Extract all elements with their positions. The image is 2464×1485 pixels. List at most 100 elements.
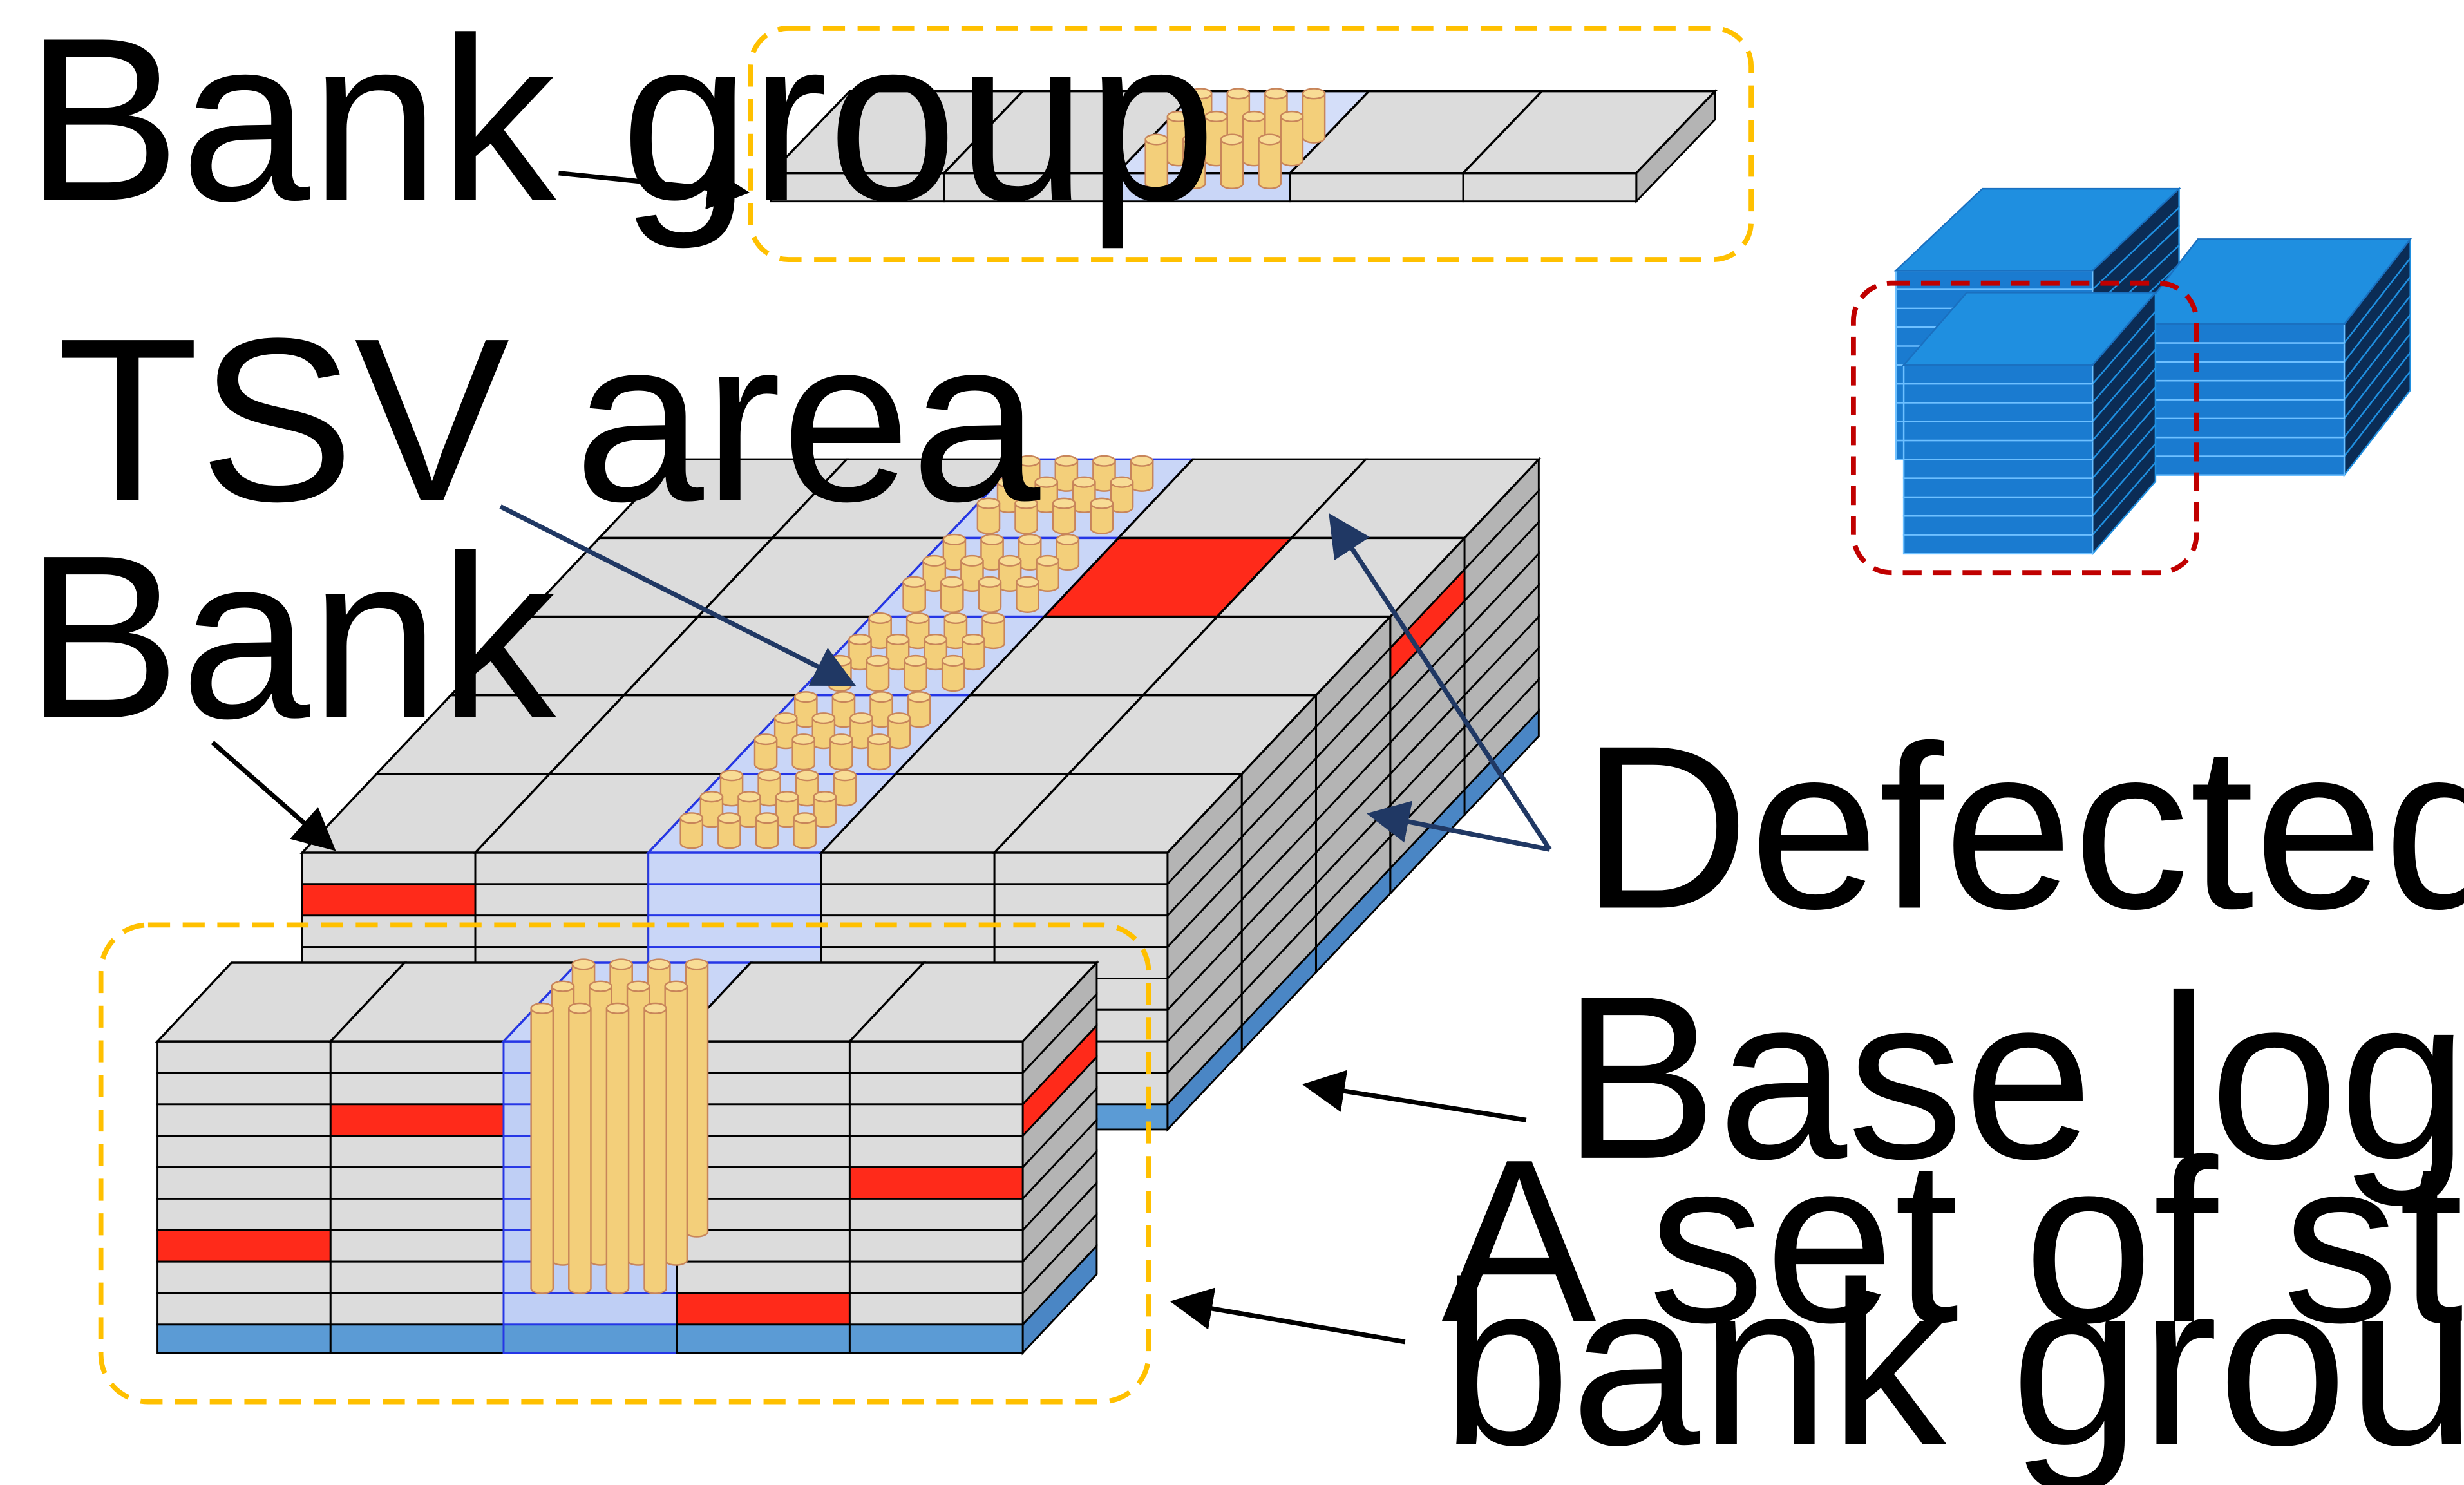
tsv-pillar [907,691,931,728]
tsv-body [643,1007,667,1294]
tsv-pillar [1110,476,1134,513]
tsv-body [717,817,741,849]
bank-layer [329,1166,505,1200]
hbm-layer-front [2131,455,2346,476]
tsv-pillar [1302,88,1326,144]
tsv-pillar [833,770,857,807]
bank-layer [156,1197,332,1231]
tsv-top [775,791,799,803]
tsv-body [1014,502,1038,534]
tsv-top [1056,533,1080,545]
tsv-body [685,963,709,1238]
tsv-top [976,497,1001,509]
bank-layer [848,1135,1024,1169]
tsv-top [962,633,985,646]
tsv-pillar [831,691,856,728]
defected-bank-front [301,883,477,917]
tsv-pillar [1014,497,1038,534]
tsv-body [829,738,853,771]
stacked-bank-groups-label-line2: bank groups [1441,1233,2464,1485]
tsv-top [1016,455,1041,467]
bank-layer [329,1135,505,1169]
tsv-top [1280,110,1304,123]
tsv-pillar [941,654,965,692]
tsv-top [981,612,1005,625]
tsv-pillar [887,712,911,750]
tsv-body [755,817,779,849]
tsv-pillar [849,712,873,750]
defected-bank-front [156,1229,332,1263]
tsv-top [685,958,709,970]
bank-layer [848,1103,1024,1137]
base-logic-die-label: Base logic die [1562,947,2464,1209]
tsv-body [753,738,778,771]
tsv-top [717,812,741,824]
tsv-pillar [1052,497,1076,534]
tsv-top [1130,455,1154,467]
tsv-channel-layer [647,883,822,917]
base-logic-die-segment [156,1323,332,1354]
tsv-body [1302,93,1326,144]
tsv-cluster [679,770,857,849]
tsv-top [605,1002,630,1014]
hbm-layer-front [2131,342,2346,363]
tsv-top [849,712,873,724]
tsv-top [647,958,671,970]
base-logic-die-segment [676,1323,851,1354]
defected-bank-front [329,1103,505,1137]
tsv-pillar [1144,133,1169,189]
tsv-pillar [1072,476,1096,513]
tsv-body [530,1007,554,1294]
tsv-pillar [1036,554,1059,592]
bank-layer [156,1135,332,1169]
tsv-top [1034,476,1059,488]
tsv-pillar [1130,455,1154,492]
tsv-top [1014,497,1038,509]
tsv-body [866,659,890,692]
tsv-top [1220,133,1244,146]
hbm-top [2130,238,2412,325]
arrow-icon [211,741,336,851]
tsv-channel-layer [502,1292,678,1326]
tsv-top [795,770,819,782]
tsv-top [1188,88,1213,100]
tsv-cluster [976,455,1154,534]
tsv-pillar [981,612,1005,650]
tsv-top [1242,110,1266,123]
tsv-top [791,733,816,746]
tsv-top [905,612,930,625]
tsv-pillar [679,812,704,849]
tsv-top [904,654,927,667]
stacked-bank-group-outline [98,922,1151,1405]
tsv-top [568,1002,592,1014]
tsv-top [833,770,857,782]
hbm-layer-front [2131,379,2346,401]
tsv-top [902,576,926,588]
tsv-top [998,554,1022,567]
tsv-body [679,817,704,849]
hbm-layer-front [2131,323,2346,344]
arrow-icon [558,167,750,210]
tsv-top [886,633,910,646]
tsv-pillar [902,576,926,613]
bank-layer [156,1040,332,1074]
base-logic-die-segment [502,1323,678,1354]
bank-top [992,773,1245,854]
tsv-top [679,812,704,824]
arrow-icon [1302,1070,1527,1122]
bank-layer [329,1072,505,1106]
tsv-top [811,712,836,724]
hbm-stack-icon [1893,187,2412,556]
hbm-stack-outline [1850,280,2199,576]
tsv-pillar [867,733,891,771]
tsv-body [791,738,816,771]
hbm-layer-front [1902,402,2094,422]
bank-layer [329,1040,505,1074]
hbm-layer-front [1902,364,2094,385]
tsv-pillar [1090,497,1114,534]
tsv-top [941,654,965,667]
tsv-pillar [978,576,1002,613]
tsv-top [828,654,852,667]
tsv-body [1280,115,1304,167]
tsv-body [1090,502,1114,534]
